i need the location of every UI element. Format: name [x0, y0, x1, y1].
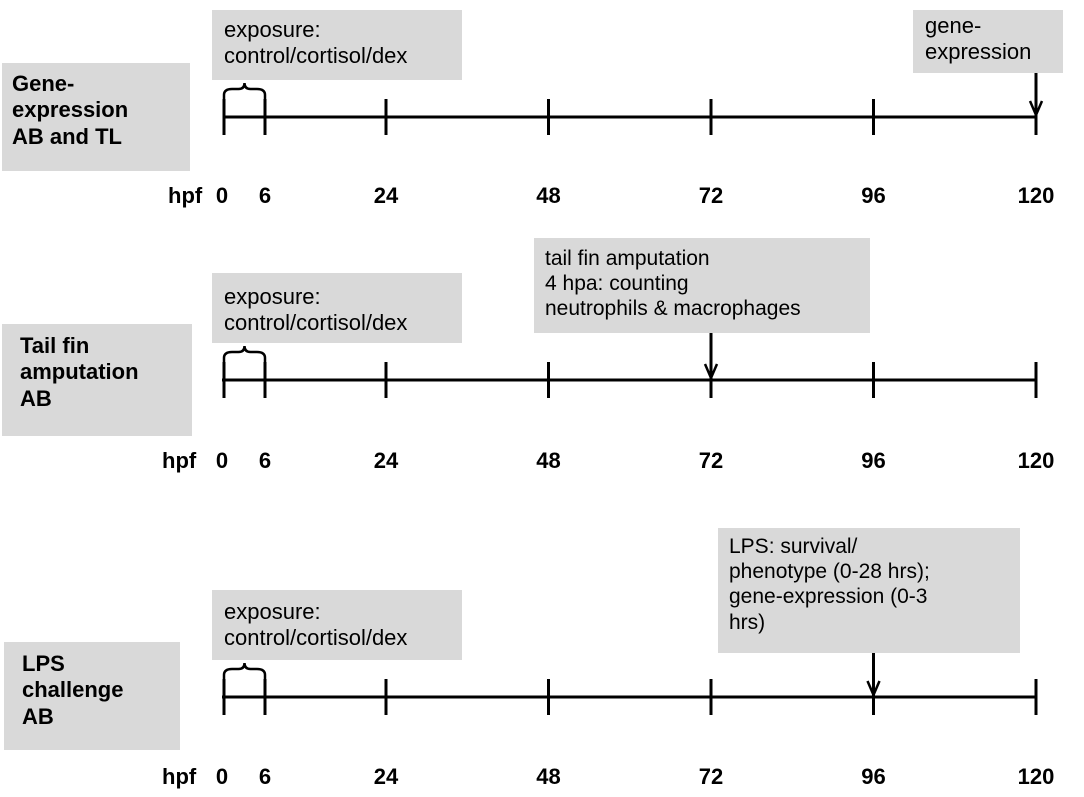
- event-box-1: [913, 10, 1063, 73]
- exposure-bracket: [222, 662, 267, 679]
- tick-label: 72: [698, 764, 724, 789]
- event-arrow-head: [1028, 100, 1044, 119]
- exposure-bracket: [222, 345, 267, 362]
- panel-label-1: Gene- expression AB and TL: [12, 71, 129, 149]
- tick-label: 24: [373, 764, 399, 789]
- event-text-3: LPS: survival/ phenotype (0-28 hrs); gen…: [729, 535, 930, 634]
- exposure-box-2: [212, 273, 462, 343]
- tick-label: 120: [1017, 448, 1055, 473]
- tick-label: 48: [536, 183, 561, 208]
- event-text-1: gene- expression: [925, 13, 1032, 65]
- panel-label-3: LPS challenge AB: [22, 651, 124, 729]
- event-box-2: [534, 238, 870, 333]
- panel-label-box-1: [2, 63, 190, 171]
- tick-label: 6: [258, 448, 272, 473]
- panel-label-box-2: [2, 324, 192, 436]
- tick-label: 96: [861, 448, 886, 473]
- event-arrow-head: [866, 680, 881, 699]
- exposure-box-3: [212, 590, 462, 660]
- tick-label: 0: [215, 448, 229, 473]
- hpf-label: hpf: [168, 183, 203, 208]
- tick-label: 0: [215, 764, 229, 789]
- tick-label: 72: [698, 448, 724, 473]
- tick-label: 120: [1017, 764, 1055, 789]
- event-box-3: [718, 528, 1020, 653]
- panel-label-2: Tail fin amputation AB: [20, 333, 139, 411]
- hpf-label: hpf: [162, 448, 197, 473]
- event-text-2: tail fin amputation 4 hpa: counting neut…: [545, 247, 801, 321]
- exposure-bracket: [222, 82, 267, 99]
- event-arrow-head: [703, 363, 719, 382]
- tick-label: 6: [258, 764, 272, 789]
- exposure-text-1: exposure: control/cortisol/dex: [224, 17, 408, 69]
- exposure-box-1: [212, 10, 462, 80]
- hpf-label: hpf: [162, 764, 197, 789]
- tick-label: 48: [536, 448, 561, 473]
- tick-label: 120: [1017, 183, 1055, 208]
- tick-label: 6: [258, 183, 272, 208]
- tick-label: 24: [373, 448, 399, 473]
- tick-label: 96: [861, 183, 886, 208]
- panel-label-box-3: [4, 642, 180, 750]
- tick-label: 96: [861, 764, 886, 789]
- exposure-text-3: exposure: control/cortisol/dex: [224, 599, 408, 651]
- exposure-text-2: exposure: control/cortisol/dex: [224, 284, 408, 336]
- tick-label: 24: [373, 183, 399, 208]
- tick-label: 0: [215, 183, 229, 208]
- tick-label: 48: [536, 764, 561, 789]
- tick-label: 72: [698, 183, 724, 208]
